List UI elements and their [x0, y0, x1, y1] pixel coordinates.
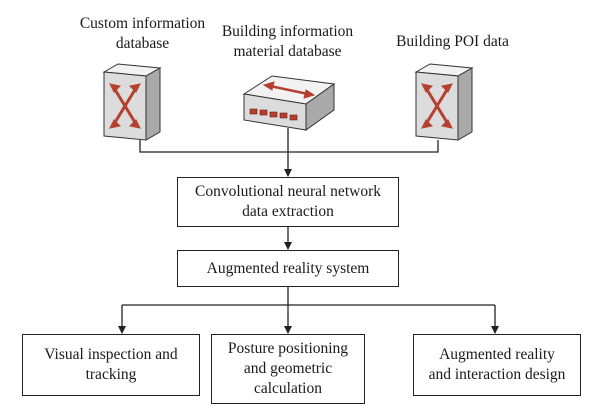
source-label-building-poi: Building POI data	[396, 33, 509, 50]
output-visual-inspection: Visual inspection and tracking	[22, 334, 200, 396]
line-source-left	[139, 140, 439, 153]
source-label-custom-information: Custom information database	[79, 15, 206, 52]
cnn-extraction-box: Convolutional neural network data extrac…	[177, 177, 399, 227]
switch-icon	[414, 63, 474, 141]
source-label-building-material: Building information material database	[221, 23, 354, 60]
switch-icon	[102, 63, 162, 141]
router-icon	[242, 75, 336, 131]
output-posture-positioning: Posture positioning and geometric calcul…	[211, 334, 365, 404]
output-ar-interaction: Augmented reality and interaction design	[413, 334, 581, 396]
ar-system-box: Augmented reality system	[177, 250, 399, 287]
